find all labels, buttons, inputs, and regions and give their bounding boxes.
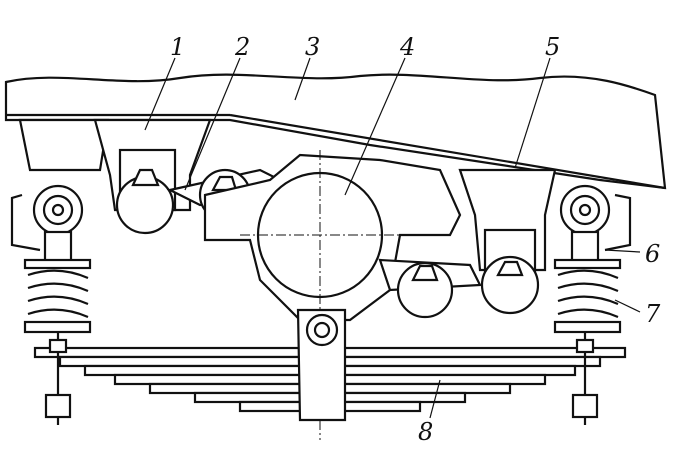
left-bolt xyxy=(44,332,72,425)
label-3: 3 xyxy=(305,33,320,61)
right-shackle-6 xyxy=(604,193,632,252)
roller-lower xyxy=(396,261,454,319)
label-1: 1 xyxy=(170,33,185,61)
label-7: 7 xyxy=(645,300,661,328)
frame-slope-edge xyxy=(229,113,666,190)
label-8: 8 xyxy=(418,418,433,446)
left-hanger-bracket xyxy=(18,118,110,172)
label-2: 2 xyxy=(234,33,250,61)
label-5: 5 xyxy=(545,33,560,61)
left-coil-spring xyxy=(23,258,92,334)
left-shackle xyxy=(10,193,41,252)
right-coil-spring-7 xyxy=(553,258,622,334)
roller-5 xyxy=(480,255,540,315)
label-6: 6 xyxy=(645,240,660,268)
label-4: 4 xyxy=(399,33,415,61)
right-bolt xyxy=(571,332,599,425)
leader-lines xyxy=(144,57,641,419)
wedge-1 xyxy=(131,168,160,187)
